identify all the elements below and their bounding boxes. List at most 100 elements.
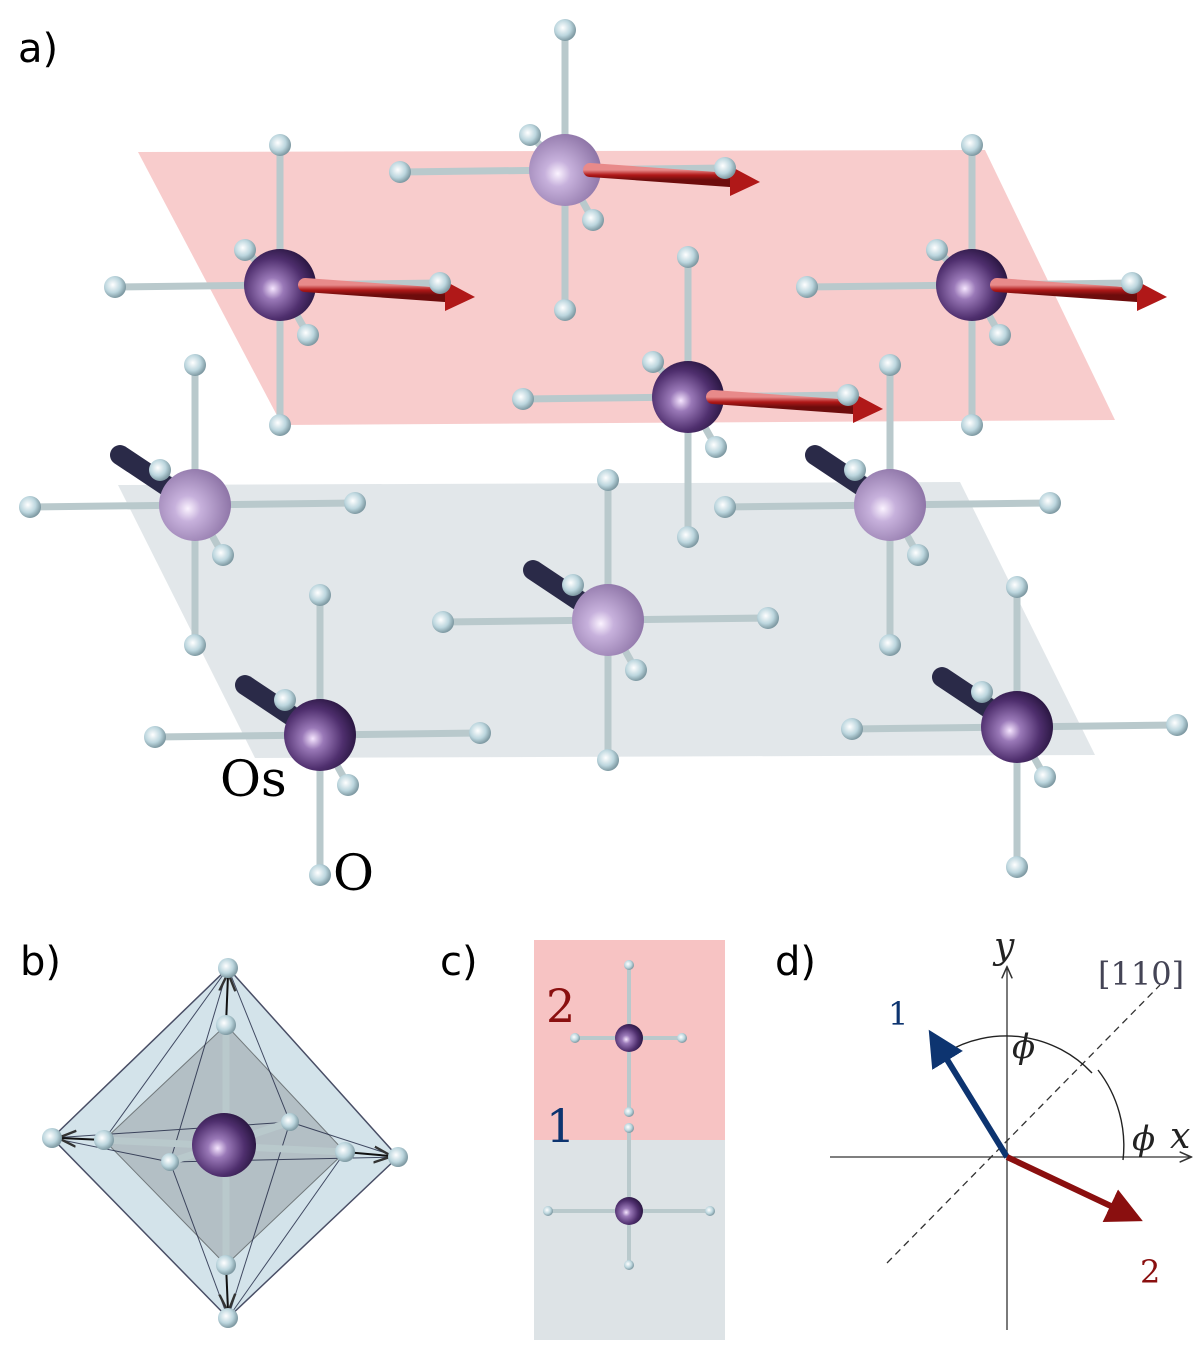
panel-c-layers: c) 2 1 [440, 939, 725, 1340]
magnetic-moment-arrow [990, 278, 1144, 302]
oxygen-atom [1039, 492, 1061, 514]
oxygen-atom [705, 436, 727, 458]
oxygen-atom [570, 1033, 580, 1043]
osmium-atom-layer-1 [615, 1197, 643, 1225]
oxygen-atom [844, 459, 866, 481]
osmium-atom [981, 691, 1053, 763]
oxygen-atom [841, 718, 863, 740]
oxygen-atom [554, 19, 576, 41]
angle-label-right: ϕ [1132, 1119, 1155, 1159]
oxygen-atom [94, 1130, 114, 1150]
angle-arc-1 [944, 1035, 1093, 1074]
oxygen-atom [512, 388, 534, 410]
oxygen-atom [1121, 272, 1143, 294]
oxygen-atom [989, 324, 1011, 346]
panel-c-label: c) [440, 939, 478, 985]
upper-plane [138, 150, 1115, 425]
oxygen-atom [216, 1015, 236, 1035]
magnetic-moment-arrowhead [445, 281, 475, 311]
oxygen-atom [597, 469, 619, 491]
oxygen-atom [309, 584, 331, 606]
oxygen-atom [543, 1206, 553, 1216]
oxygen-atom [837, 384, 859, 406]
oxygen-atom [337, 774, 359, 796]
oxygen-atom [281, 1113, 299, 1131]
oxygen-atom [216, 1255, 236, 1275]
oxygen-atom [879, 634, 901, 656]
oxygen-atom [234, 239, 256, 261]
oxygen-atom [161, 1153, 179, 1171]
oxygen-atom [714, 157, 736, 179]
oxygen-atom [309, 864, 331, 886]
octahedra-group [19, 19, 1188, 886]
oxygen-atom [42, 1128, 62, 1148]
oxygen-atom [926, 239, 948, 261]
oxygen-atom [212, 544, 234, 566]
osmium-atom [244, 249, 316, 321]
vector-1 [928, 1029, 1010, 1159]
oxygen-atom [519, 124, 541, 146]
oxygen-atom [184, 354, 206, 376]
vector-1-label: 1 [888, 995, 908, 1033]
panel-b-octahedron: b) [20, 939, 408, 1328]
direction-110-line [886, 984, 1161, 1264]
oxygen-atom [19, 496, 41, 518]
os-atom-label: Os [220, 750, 287, 808]
oxygen-atom [389, 161, 411, 183]
oxygen-atom [677, 526, 699, 548]
oxygen-atom [269, 134, 291, 156]
oxygen-atom [677, 1033, 687, 1043]
magnetic-moment-arrowhead [730, 166, 760, 196]
angle-label-top: ϕ [1012, 1027, 1035, 1067]
magnetic-moment-arrowhead [853, 393, 883, 423]
oxygen-atom [1166, 714, 1188, 736]
oxygen-atom [562, 574, 584, 596]
panel-a-label: a) [18, 26, 58, 72]
oxygen-atom [642, 351, 664, 373]
magnetic-moment-arrow [706, 390, 860, 414]
oxygen-atom [274, 689, 296, 711]
magnetic-moment-arrow [583, 163, 737, 187]
layer-1-number: 1 [546, 1099, 575, 1153]
magnetic-moment-arrow [298, 278, 452, 302]
oxygen-atom [269, 414, 291, 436]
oxygen-atom [624, 1107, 634, 1117]
osmium-atom [284, 699, 356, 771]
oxygen-atom [907, 544, 929, 566]
oxygen-atom [597, 749, 619, 771]
oxygen-atom [1006, 856, 1028, 878]
oxygen-atom [879, 354, 901, 376]
oxygen-atom [757, 607, 779, 629]
magnetic-moment-arrowhead [1137, 281, 1167, 311]
oxygen-atom [218, 1308, 238, 1328]
oxygen-atom [429, 272, 451, 294]
oxygen-atom [624, 1260, 634, 1270]
vector-2-label: 2 [1140, 1253, 1160, 1291]
oxygen-atom [218, 958, 238, 978]
oxygen-atom [625, 659, 647, 681]
oxygen-atom [297, 324, 319, 346]
osmium-atom [936, 249, 1008, 321]
oxygen-atom [961, 134, 983, 156]
direction-label: [110] [1098, 955, 1184, 993]
oxygen-atom [104, 276, 126, 298]
oxygen-atom [144, 726, 166, 748]
osmium-atom [572, 584, 644, 656]
panel-b-label: b) [20, 939, 61, 985]
oxygen-atom [554, 299, 576, 321]
x-axis-label: x [1170, 1116, 1190, 1157]
oxygen-atom [344, 492, 366, 514]
oxygen-atom [971, 681, 993, 703]
oxygen-atom [624, 1123, 634, 1133]
oxygen-atom [1034, 766, 1056, 788]
oxygen-atom [432, 611, 454, 633]
panel-d-angles: d) y x [110] ϕ ϕ 1 2 [775, 926, 1190, 1330]
oxygen-atom [1006, 576, 1028, 598]
angle-arc-2 [1097, 1069, 1125, 1161]
oxygen-atom [961, 414, 983, 436]
panel-d-label: d) [775, 939, 816, 985]
oxygen-atom [184, 634, 206, 656]
osmium-atom [854, 469, 926, 541]
oxygen-atom [714, 496, 736, 518]
